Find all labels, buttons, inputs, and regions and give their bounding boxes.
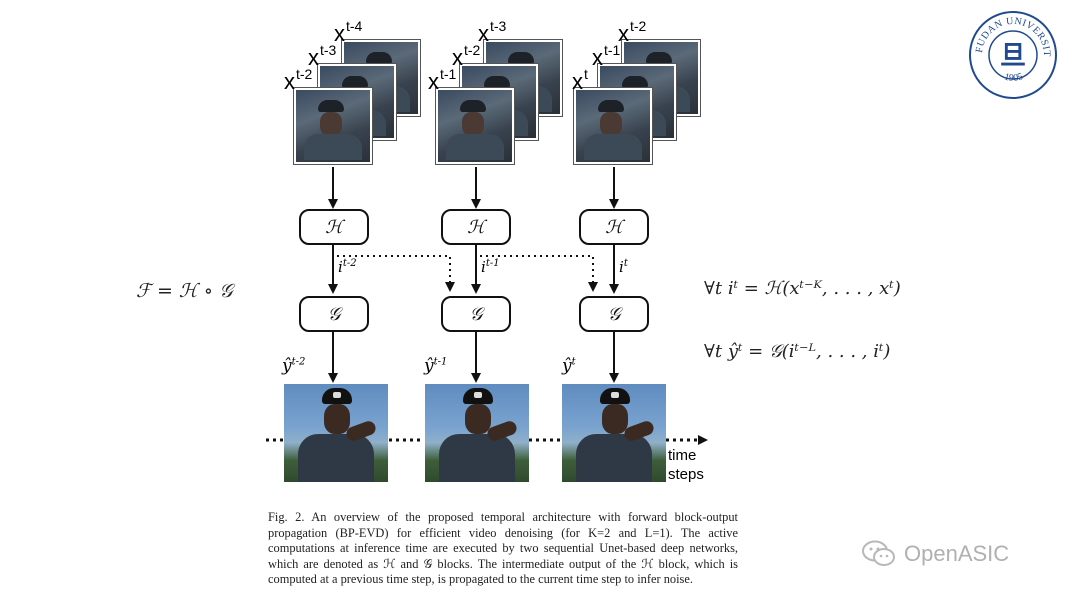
output-frame [425,384,529,482]
h-block: ℋ [299,209,369,245]
output-label: ŷt-1 [424,356,448,376]
input-label: xt-3 [478,18,507,46]
wechat-watermark: OpenASIC [862,540,1009,568]
equation-f: ℱ = ℋ ∘ 𝒢 [136,280,233,302]
output-frame [562,384,666,482]
intermediate-label: it-2 [338,258,357,276]
svg-text:旦: 旦 [1000,41,1026,71]
g-block: 𝒢 [299,296,369,332]
output-frame [284,384,388,482]
input-label: xt [572,66,588,94]
figure-caption: Fig. 2. An overview of the proposed temp… [268,510,738,587]
input-label: xt-2 [452,42,481,70]
intermediate-label: it-1 [481,258,500,276]
h-block: ℋ [441,209,511,245]
equation-y: ∀t ŷᵗ = 𝒢(iᵗ⁻ᴸ, . . . , iᵗ) [704,341,891,362]
wechat-icon [862,540,895,566]
dotted-propagation-1 [337,255,455,292]
time-steps-label: time steps [668,447,704,483]
g-block: 𝒢 [441,296,511,332]
intermediate-label: it [619,258,628,276]
input-label: xt-2 [284,66,313,94]
input-label: xt-1 [428,66,457,94]
input-label: xt-3 [308,42,337,70]
equation-i: ∀t iᵗ = ℋ(xᵗ⁻ᴷ, . . . , xᵗ) [704,278,901,299]
input-frame [574,88,652,164]
h-block: ℋ [579,209,649,245]
output-label: ŷt-2 [282,356,306,376]
input-label: xt-2 [618,18,647,46]
input-label: xt-1 [592,42,621,70]
input-label: xt-4 [334,18,363,46]
input-frame [294,88,372,164]
dotted-propagation-2 [480,255,598,292]
output-label: ŷt [562,356,576,376]
watermark-text: OpenASIC [904,541,1010,566]
fudan-university-logo: FUDAN UNIVERSITY 1905 旦 [968,10,1057,99]
svg-text:1905: 1905 [1003,71,1024,84]
input-frame [436,88,514,164]
g-block: 𝒢 [579,296,649,332]
